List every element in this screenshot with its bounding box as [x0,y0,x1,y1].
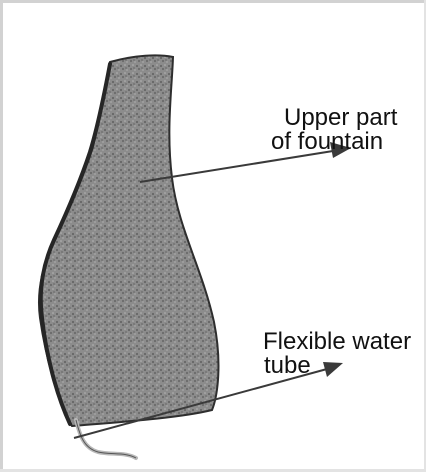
label-tube-line1: Flexible water [263,330,411,354]
fountain-upper-part-shape [39,55,219,426]
label-upper-part-line2: of fountain [271,130,383,154]
arrow-tube-head [323,362,343,377]
label-tube-line2: tube [264,354,311,378]
label-upper-part-line1: Upper part [284,106,397,130]
